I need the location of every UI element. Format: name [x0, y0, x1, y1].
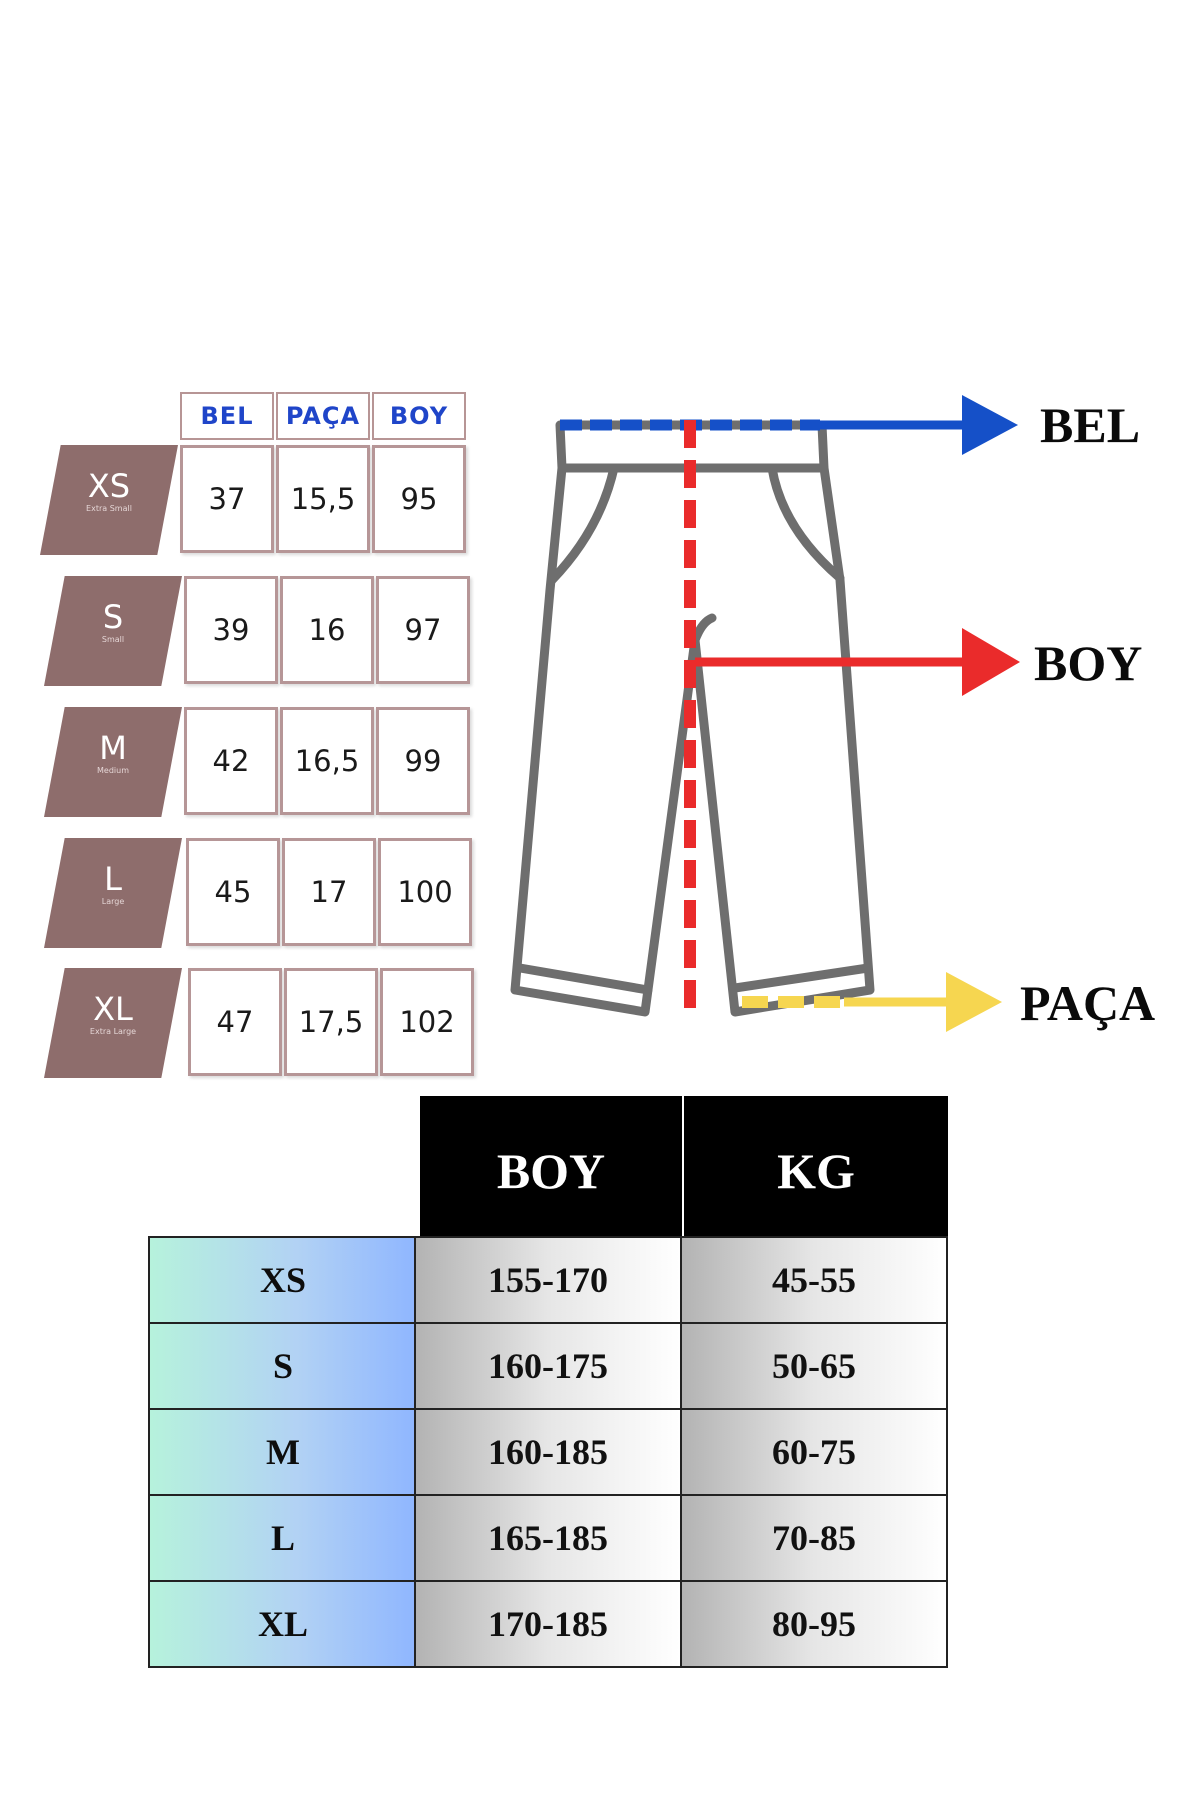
pants-outline — [510, 420, 875, 1017]
size-tag-label: M — [99, 729, 127, 767]
size-tag-sub: Medium — [97, 766, 129, 775]
cell-l-bel: 45 — [186, 838, 280, 946]
cell-xl-boy: 102 — [380, 968, 474, 1076]
cell-xl-bel: 47 — [188, 968, 282, 1076]
size-tag-label: S — [102, 598, 124, 636]
cell-s-boy: 97 — [376, 576, 470, 684]
bel-arrow-icon — [962, 395, 1018, 455]
size-row-kg-xl: 80-95 — [680, 1580, 948, 1668]
label-paca: PAÇA — [1020, 975, 1156, 1031]
label-bel: BEL — [1040, 397, 1141, 453]
size-tag-sub: Extra Small — [86, 504, 132, 513]
size-tag-label: XL — [93, 990, 133, 1028]
size-tag-l: L Large — [44, 838, 182, 948]
size-row-kg-l: 70-85 — [680, 1494, 948, 1582]
label-boy: BOY — [1034, 635, 1143, 691]
size-row-kg-xs: 45-55 — [680, 1236, 948, 1324]
paca-measure-line — [742, 972, 1002, 1032]
cell-xl-paca: 17,5 — [284, 968, 378, 1076]
cell-s-paca: 16 — [280, 576, 374, 684]
size-tag-label: XS — [87, 467, 131, 505]
size-tag-s: S Small — [44, 576, 182, 686]
size-row-kg-s: 50-65 — [680, 1322, 948, 1410]
size-row-boy-l: 165-185 — [414, 1494, 682, 1582]
cell-xs-boy: 95 — [372, 445, 466, 553]
cell-l-boy: 100 — [378, 838, 472, 946]
header-boy-range: BOY — [420, 1096, 682, 1246]
size-row-label-xl: XL — [148, 1580, 418, 1668]
size-tag-sub: Extra Large — [89, 1027, 137, 1036]
size-tag-xs: XS Extra Small — [40, 445, 178, 555]
size-row-boy-xs: 155-170 — [414, 1236, 682, 1324]
size-row-boy-xl: 170-185 — [414, 1580, 682, 1668]
size-tag-m: M Medium — [44, 707, 182, 817]
cell-m-boy: 99 — [376, 707, 470, 815]
cell-m-bel: 42 — [184, 707, 278, 815]
size-tag-label: L — [104, 860, 122, 898]
size-tag-xl: XL Extra Large — [44, 968, 182, 1078]
size-row-label-s: S — [148, 1322, 418, 1410]
bel-measure-line — [560, 395, 1018, 455]
cell-l-paca: 17 — [282, 838, 376, 946]
size-tag-sub: Small — [101, 635, 125, 644]
cell-xs-bel: 37 — [180, 445, 274, 553]
header-paca: PAÇA — [276, 392, 370, 440]
cell-s-bel: 39 — [184, 576, 278, 684]
size-row-label-l: L — [148, 1494, 418, 1582]
size-row-boy-s: 160-175 — [414, 1322, 682, 1410]
boy-arrow-icon — [962, 628, 1020, 696]
header-bel: BEL — [180, 392, 274, 440]
header-kg: KG — [684, 1096, 948, 1246]
size-row-boy-m: 160-185 — [414, 1408, 682, 1496]
size-tag-sub: Large — [101, 897, 125, 906]
cell-m-paca: 16,5 — [280, 707, 374, 815]
header-boy: BOY — [372, 392, 466, 440]
cell-xs-paca: 15,5 — [276, 445, 370, 553]
paca-arrow-icon — [946, 972, 1002, 1032]
boy-measure-line — [684, 420, 1020, 1020]
size-row-label-m: M — [148, 1408, 418, 1496]
pants-diagram — [510, 395, 1020, 1032]
size-row-label-xs: XS — [148, 1236, 418, 1324]
size-row-kg-m: 60-75 — [680, 1408, 948, 1496]
